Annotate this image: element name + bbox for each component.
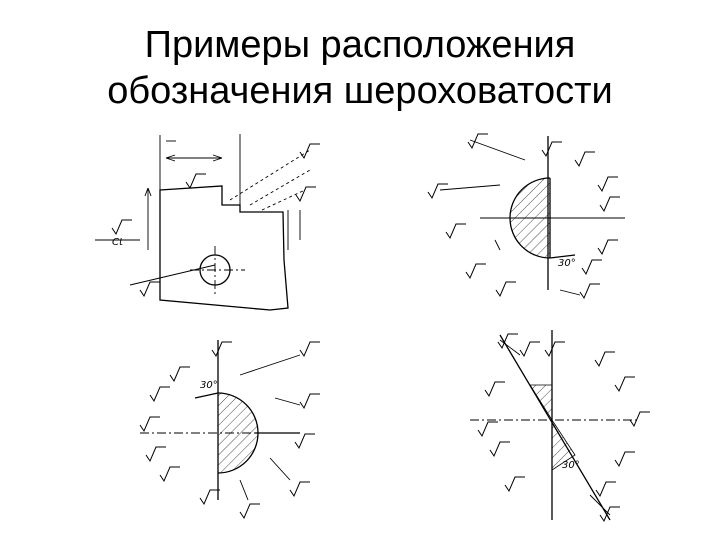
figure-part-outline: Ct bbox=[95, 134, 321, 311]
slide-title: Примеры расположения обозначения шерохов… bbox=[0, 22, 720, 114]
svg-text:Ct: Ct bbox=[112, 237, 124, 248]
figure-semicircle-bottom-left: 30° bbox=[139, 340, 321, 519]
angle-label-bottom-left: 30° bbox=[200, 380, 218, 391]
figure-slanted-bottom-right: 30° bbox=[470, 330, 651, 522]
title-line-1: Примеры расположения bbox=[144, 24, 576, 66]
figure-semicircle-top-right: 30° bbox=[427, 133, 625, 299]
title-line-2: обозначения шероховатости bbox=[107, 70, 613, 112]
angle-label-bottom-right: 30° bbox=[562, 460, 580, 471]
angle-label-top-right: 30° bbox=[558, 258, 576, 269]
